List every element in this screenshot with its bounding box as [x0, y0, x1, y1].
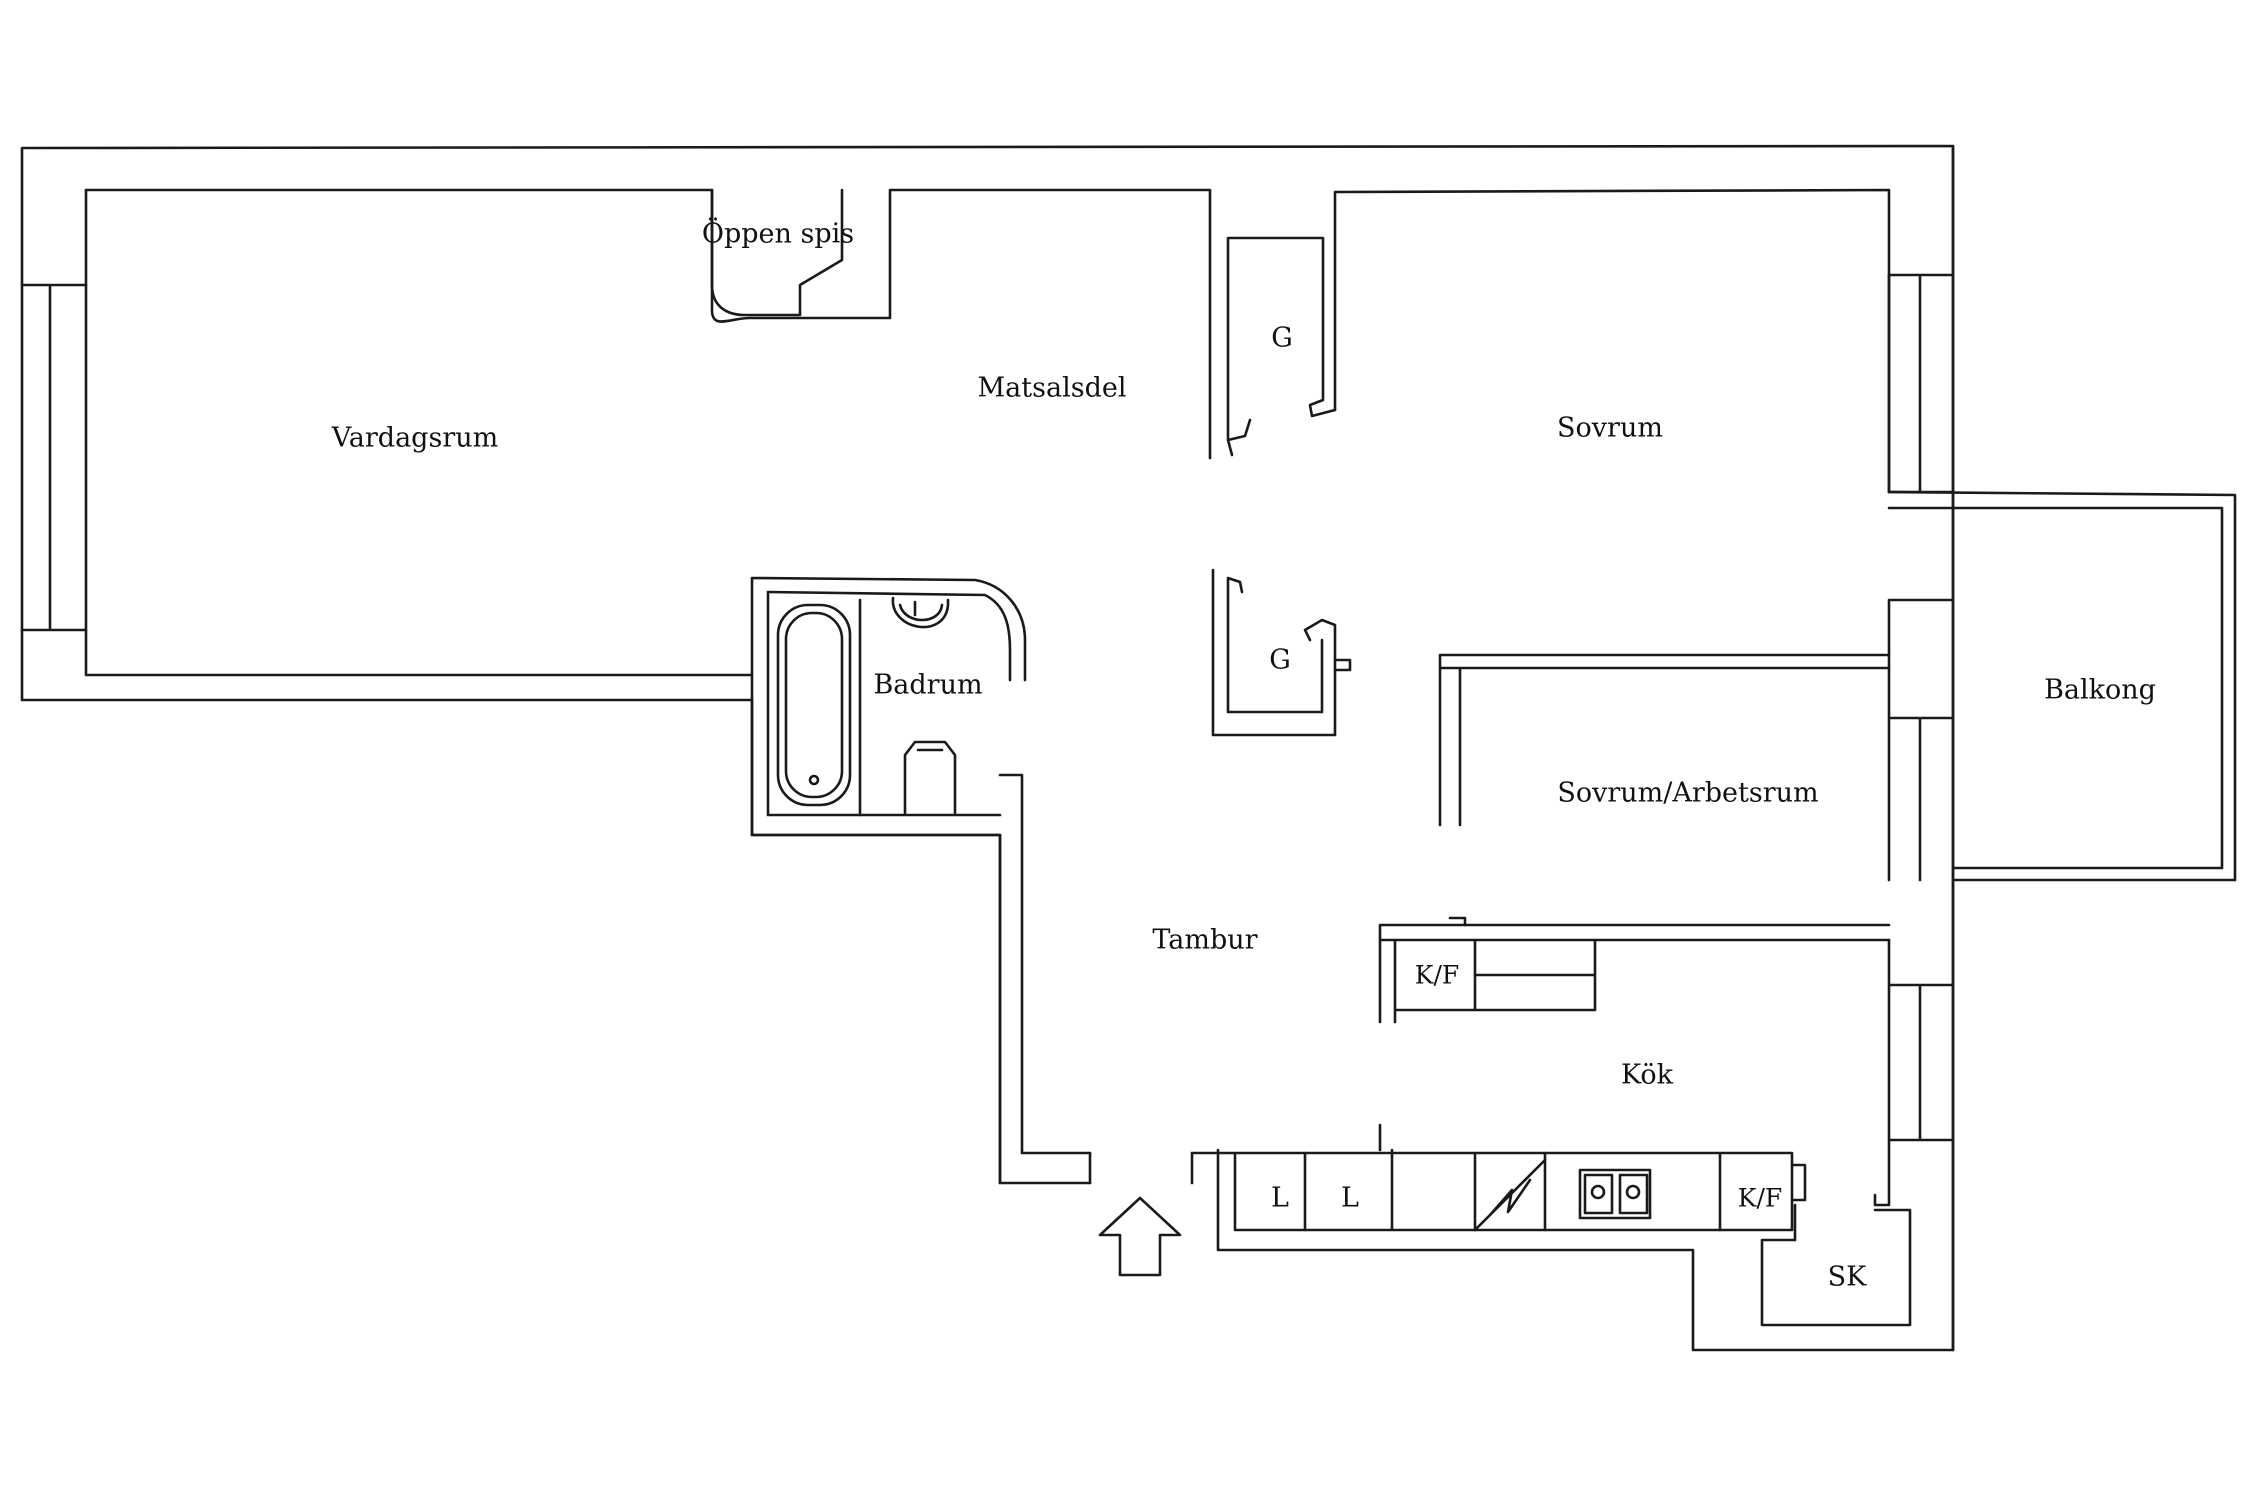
- fixture-label-cabinet-2: L: [1341, 1182, 1359, 1214]
- fixture-label-fridge-freezer-counter: K/F: [1737, 1183, 1783, 1213]
- window-right-upper: [1887, 273, 1922, 494]
- fixture-label-closet-lower: G: [1269, 644, 1291, 676]
- kitchen-counter: [1190, 1123, 1807, 1232]
- closet-upper: [1226, 236, 1337, 457]
- room-label-oppen-spis: Öppen spis: [701, 218, 855, 250]
- fixture-label-fridge-freezer-island: K/F: [1414, 960, 1460, 990]
- bathtub-icon: [776, 603, 852, 807]
- fixture-label-closet-upper: G: [1271, 322, 1293, 354]
- room-label-sovrum-arbetsrum: Sovrum/Arbetsrum: [1557, 777, 1819, 809]
- room-label-kok: Kök: [1620, 1059, 1674, 1091]
- room-label-sk: SK: [1827, 1261, 1867, 1293]
- entrance-icon: [1098, 1196, 1182, 1277]
- bedroom2-walls: [1438, 598, 1955, 882]
- room-label-balkong: Balkong: [2044, 674, 2156, 706]
- room-label-sovrum: Sovrum: [1557, 412, 1663, 444]
- double-sink-icon: [1578, 1168, 1652, 1220]
- closet-lower: [1211, 568, 1352, 737]
- fixture-label-cabinet-1: L: [1271, 1182, 1289, 1214]
- toilet-icon: [903, 740, 957, 815]
- bathroom-walls: [750, 576, 1027, 837]
- room-label-badrum: Badrum: [873, 669, 983, 701]
- outer-walls: [20, 144, 1955, 1352]
- fireplace: [710, 188, 844, 317]
- hall-walls: [998, 773, 1194, 1185]
- balcony-walls: [1887, 490, 2237, 882]
- room-label-matsalsdel: Matsalsdel: [977, 372, 1127, 404]
- window-left: [20, 283, 88, 632]
- kitchen-walls: [1378, 916, 1955, 1327]
- room-label-tambur: Tambur: [1152, 924, 1258, 956]
- stove-icon: [1473, 1158, 1547, 1232]
- washbasin-icon: [891, 596, 950, 629]
- room-label-vardagsrum: Vardagsrum: [331, 422, 499, 454]
